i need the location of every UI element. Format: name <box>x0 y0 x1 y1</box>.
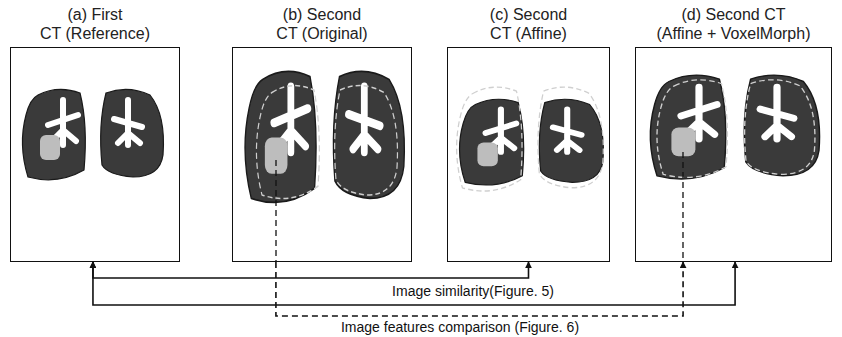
ct-panel: (c) Second CT (Affine) <box>447 0 610 262</box>
comparison-connector <box>93 262 735 305</box>
panel-title: (b) Second CT (Original) <box>257 5 387 43</box>
ct-panel: (d) Second CT (Affine + VoxelMorph) <box>635 0 832 262</box>
comparison-connector <box>276 262 683 316</box>
connector-label: Image similarity(Figure. 5) <box>388 283 558 299</box>
panel-frame <box>635 47 832 262</box>
panel-title: (c) Second CT (Affine) <box>464 5 594 43</box>
panel-title: (d) Second CT (Affine + VoxelMorph) <box>646 5 821 43</box>
panel-frame <box>447 47 610 262</box>
ct-panel: (b) Second CT (Original) <box>232 0 412 262</box>
panel-title: (a) First CT (Reference) <box>35 5 155 43</box>
ct-panel: (a) First CT (Reference) <box>10 0 180 262</box>
comparison-connector <box>93 262 529 278</box>
panel-frame <box>10 47 180 262</box>
panel-frame <box>232 47 412 262</box>
connector-label: Image features comparison (Figure. 6) <box>337 319 583 335</box>
